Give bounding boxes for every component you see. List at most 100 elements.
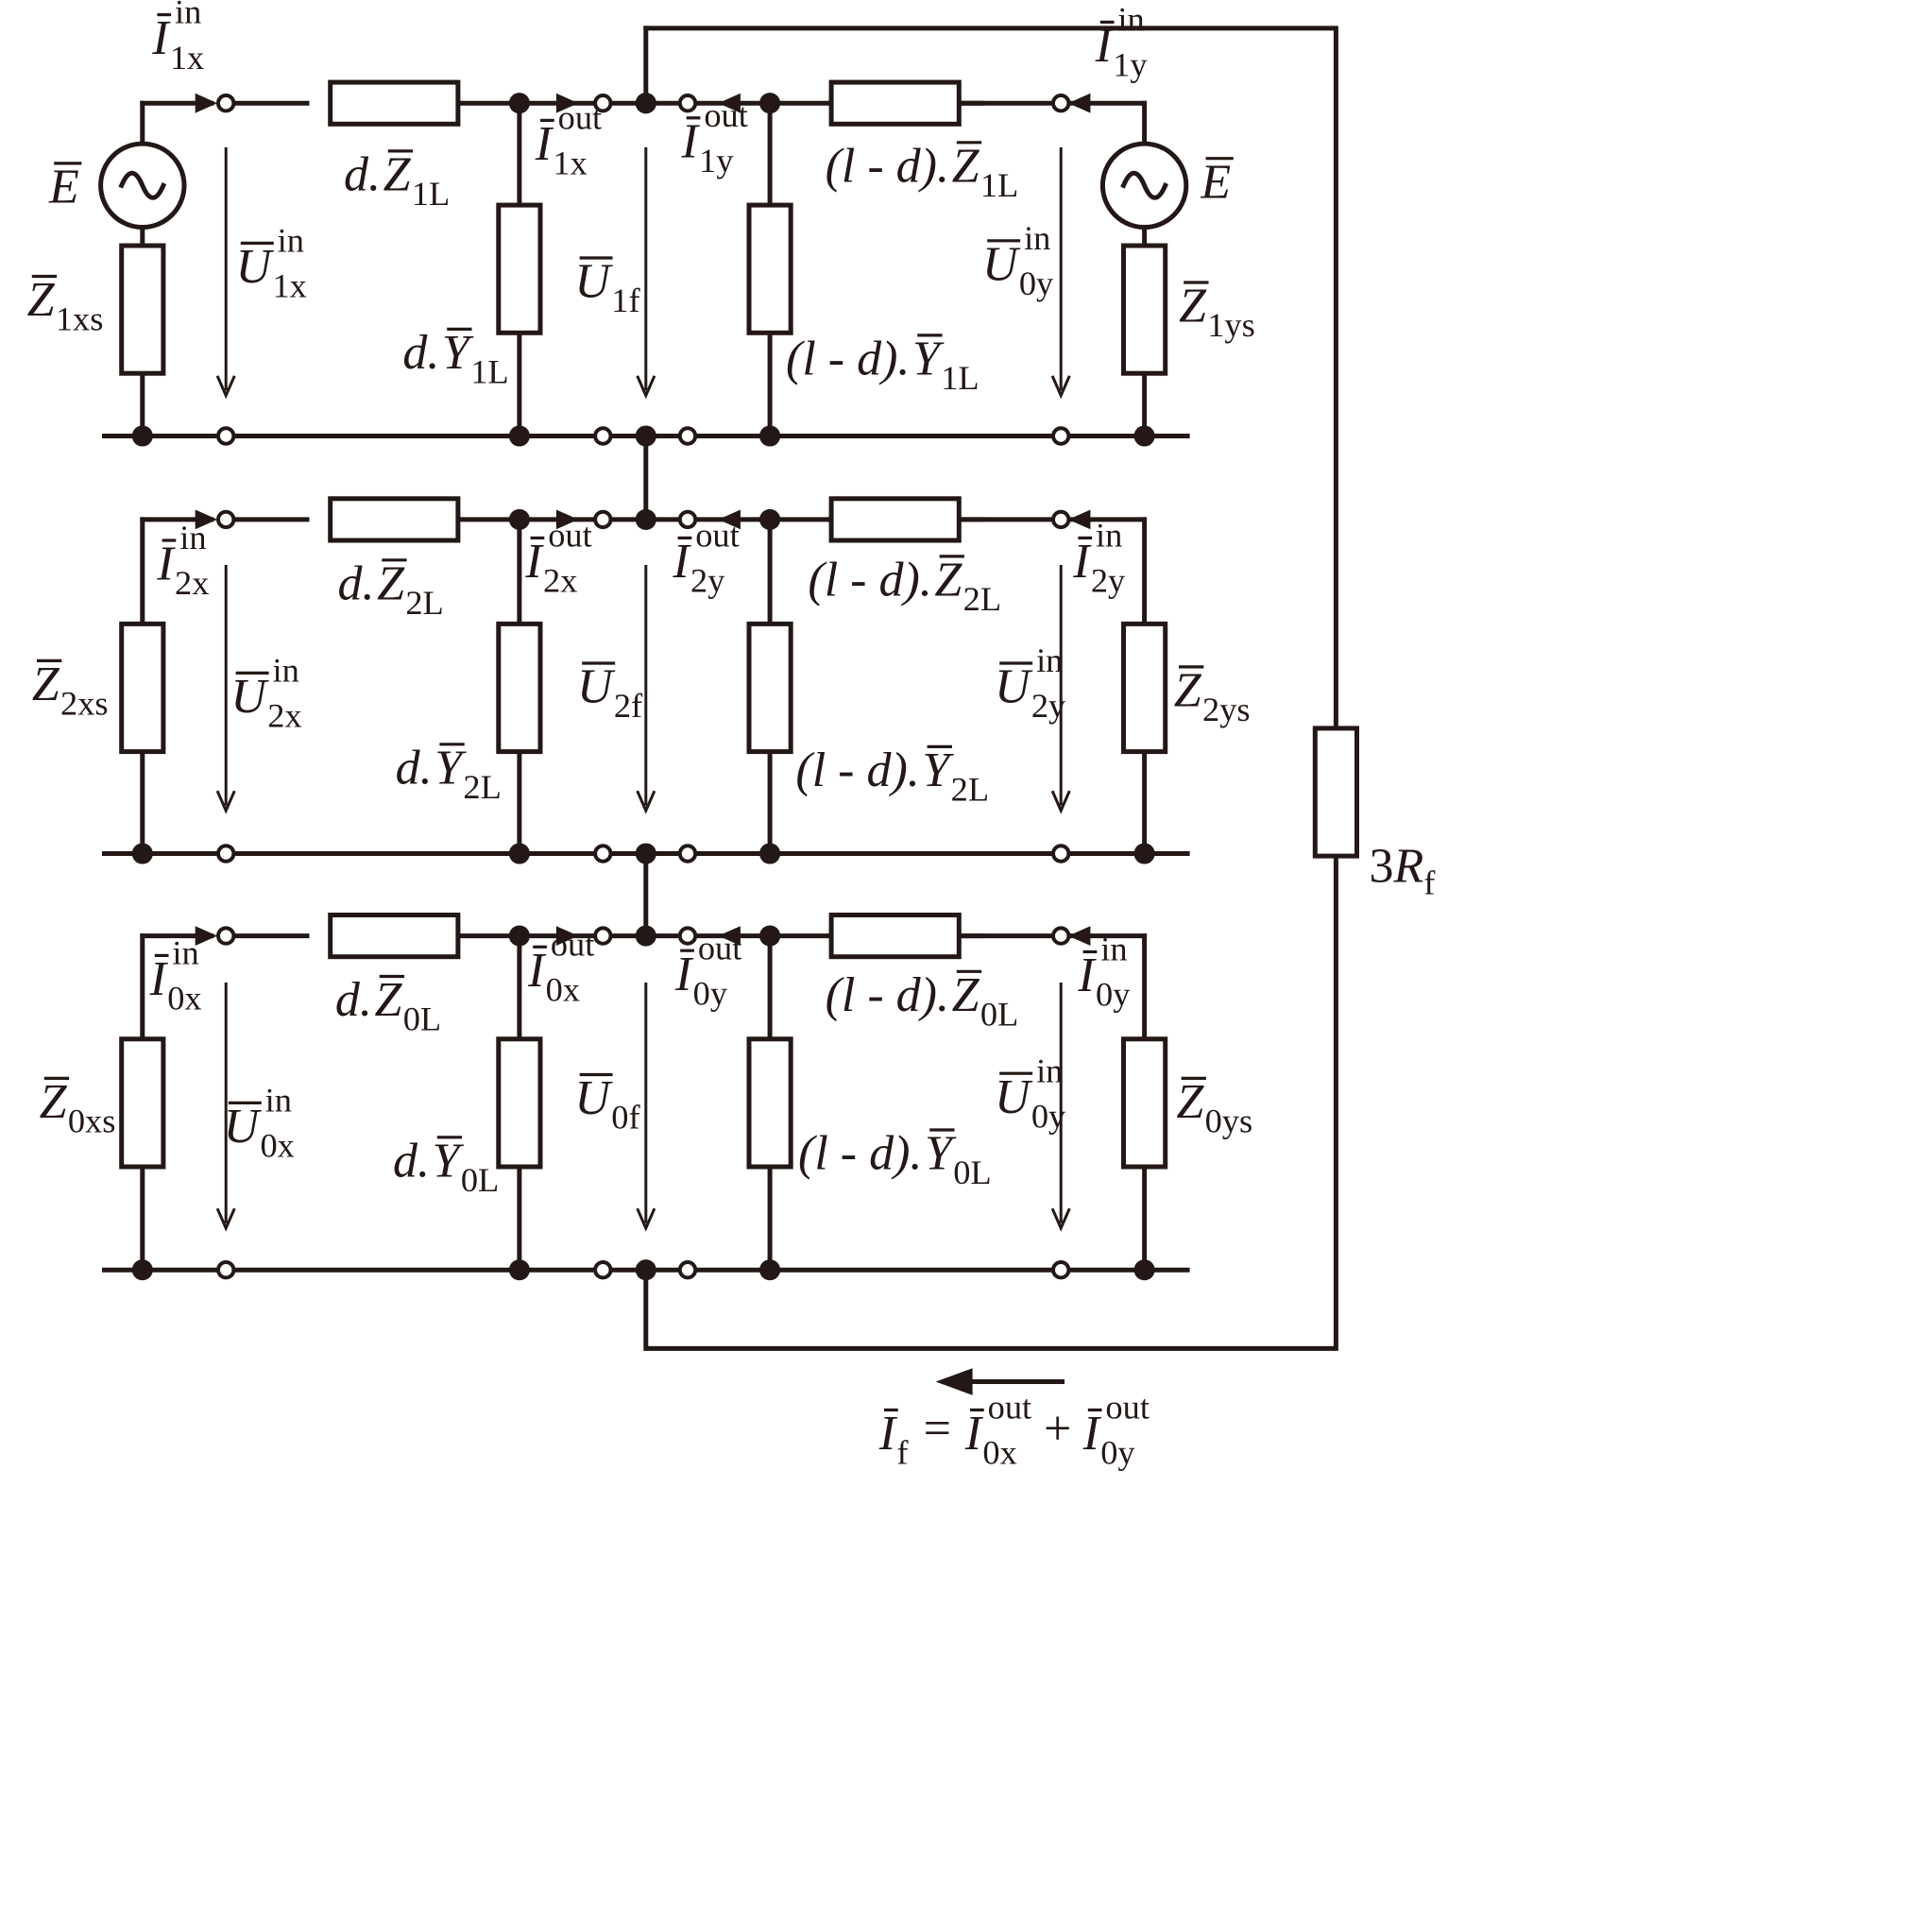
label-dY0L-subscript: 0L — [461, 1161, 499, 1199]
seq2-bottom-node — [131, 843, 153, 864]
seq1-source-impedance-left — [119, 243, 166, 376]
seq0-current-arrow-in-x — [195, 926, 218, 946]
label-If-term2-symbol: I — [1082, 1407, 1102, 1461]
label-I1x-out-subscript: 1x — [553, 145, 587, 182]
label-Z2ys-subscript: 2ys — [1202, 691, 1251, 728]
label-Z1xs-symbol: Z — [27, 273, 56, 327]
seq0-voltage-arrow-x-head — [215, 1207, 236, 1232]
seq2-bottom-terminal — [677, 844, 698, 863]
label-I2x-out-subscript: 2x — [543, 562, 577, 600]
seq0-line-impedance-right — [828, 913, 962, 960]
label-3Rf-coef: 3 — [1370, 839, 1394, 893]
seq2-voltage-arrow-f-head — [636, 790, 656, 814]
label-Z0ys-subscript: 0ys — [1205, 1103, 1253, 1140]
label-I2x-in-subscript: 2x — [175, 564, 209, 602]
seq1-bottom-node — [508, 425, 530, 447]
components — [98, 79, 1360, 1170]
seq1-top-terminal — [677, 94, 698, 113]
seq1-bottom-terminal — [593, 426, 613, 446]
seq0-shunt-admittance-left — [496, 1036, 543, 1170]
label-Z1ys-symbol: Z — [1179, 280, 1207, 333]
label-I1y-out-superscript: out — [704, 96, 748, 134]
seq2-current-arrow-out-x — [555, 509, 579, 530]
seq1-bottom-node — [1133, 425, 1155, 447]
seq2-bottom-terminal — [216, 844, 236, 863]
seq0-top-terminal — [1051, 926, 1071, 946]
label-U2y-in-superscript: in — [1036, 641, 1063, 679]
seq2-bottom-node — [508, 843, 530, 864]
seq2-current-arrow-in-x — [195, 509, 218, 530]
fault-resistance-3Rf — [1312, 726, 1360, 859]
seq0-top-node — [759, 925, 781, 947]
label-I2x-in-superscript: in — [179, 519, 206, 556]
seq0-top-node — [508, 925, 530, 947]
seq2-top-node — [635, 508, 656, 530]
label-I1y-in-superscript: in — [1117, 1, 1144, 39]
seq0-bottom-node — [635, 1259, 656, 1281]
seq2-bottom-terminal — [1051, 844, 1071, 863]
label-ldZ1L-prefix: (l - d). — [826, 139, 949, 193]
label-dY1L-subscript: 1L — [470, 353, 508, 391]
label-I1x-in-symbol: I — [151, 11, 171, 65]
label-If-term2-subscript: 0y — [1100, 1434, 1135, 1472]
fault-return-bottom — [643, 853, 1338, 1351]
seq1-current-arrow-in-x — [195, 93, 218, 113]
label-I0x-in-superscript: in — [172, 934, 198, 972]
seq2-current-arrow-in-y — [1068, 509, 1091, 530]
label-I0y-out-symbol: I — [674, 948, 694, 1001]
seq2-voltage-arrow-y-head — [1050, 790, 1071, 814]
label-3Rf-subscript: f — [1423, 863, 1436, 901]
label-U1f-subscript: 1f — [611, 282, 640, 319]
label-dY2L-symbol: Y — [434, 741, 467, 795]
seq2-bottom-node — [1133, 843, 1155, 864]
label-U1x-in-subscript: 1x — [272, 267, 306, 305]
seq2-top-terminal — [593, 509, 613, 530]
label-dY0L-symbol: Y — [433, 1134, 465, 1188]
fault-current-arrow-head — [935, 1368, 973, 1395]
label-If-term1-subscript: 0x — [982, 1434, 1016, 1472]
label-U0y-in-symbol: U — [995, 1070, 1033, 1124]
seq2-source-impedance-right — [1121, 621, 1168, 755]
seq0-voltage-arrow-y-head — [1050, 1207, 1071, 1232]
label-ldY0L-symbol: Y — [925, 1127, 957, 1181]
label-I0y-out-subscript: 0y — [693, 974, 728, 1012]
label-If-term2-superscript: out — [1105, 1389, 1150, 1427]
seq0-bottom-node — [508, 1259, 530, 1281]
seq0-current-arrow-out-y — [718, 926, 741, 946]
label-I0y-in-subscript: 0y — [1096, 976, 1131, 1014]
label-Z1ys-subscript: 1ys — [1207, 306, 1255, 344]
label-Z0xs-subscript: 0xs — [68, 1103, 116, 1140]
fault-return-top — [643, 26, 1338, 731]
label-dZ1L-subscript: 1L — [412, 175, 450, 213]
label-I1x-in-superscript: in — [175, 0, 201, 31]
label-I1y-in-symbol: I — [1095, 19, 1115, 73]
label-I1y-out-subscript: 1y — [699, 142, 734, 180]
label-I1x-in-subscript: 1x — [170, 39, 204, 77]
seq0-top-terminal — [593, 926, 613, 946]
label-U2x-in-subscript: 2x — [267, 697, 301, 735]
label-U0x-in-subscript: 0x — [260, 1127, 294, 1165]
label-U0y-in-top-symbol: U — [982, 237, 1021, 291]
label-I1y-out-symbol: I — [681, 114, 701, 168]
label-U2f-subscript: 2f — [614, 687, 643, 725]
label-I1x-out-symbol: I — [535, 117, 554, 171]
